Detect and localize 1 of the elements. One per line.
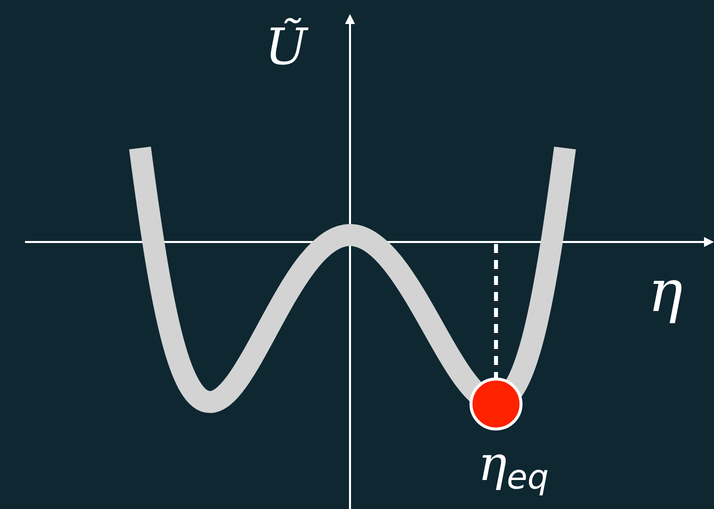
axis-label: η$_{eq}$ <box>478 440 549 494</box>
